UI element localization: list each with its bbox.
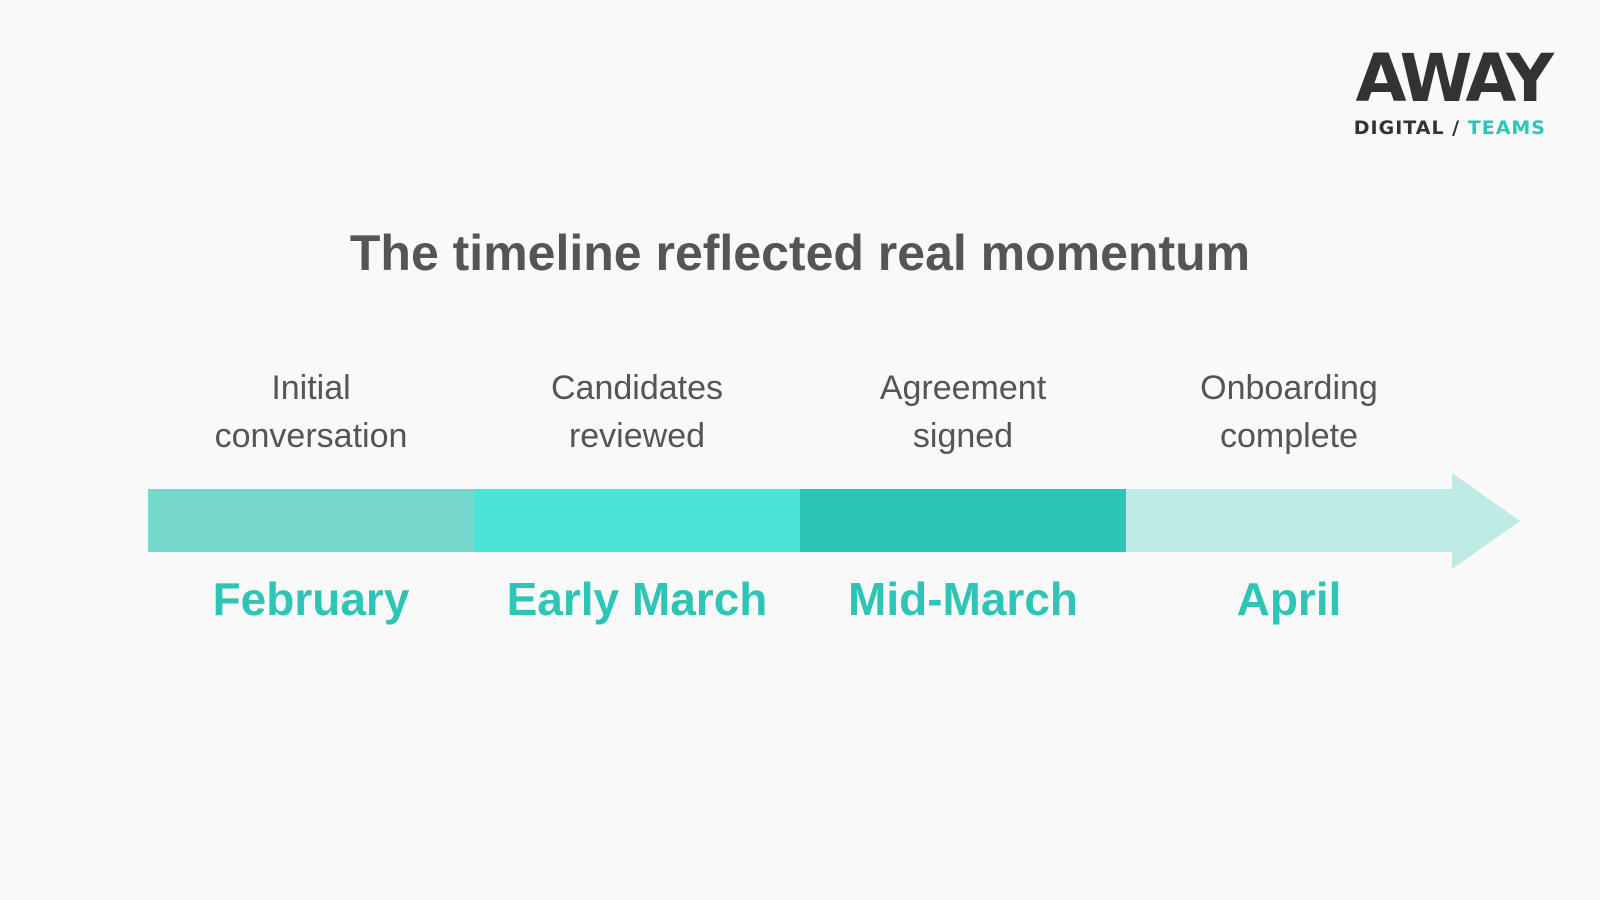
- period-label-april: April: [1236, 573, 1342, 625]
- timeline-segment-early-march: [474, 489, 801, 552]
- away-logo: AWAY DIGITAL / TEAMS: [1300, 40, 1554, 144]
- timeline-segment-april-arrowhead: [1126, 473, 1520, 569]
- event-label-4-line2: complete: [1220, 417, 1358, 455]
- event-label-1-line2: conversation: [214, 417, 408, 455]
- event-label-3-line2: signed: [912, 417, 1014, 455]
- event-label-2: Candidates reviewed: [474, 364, 800, 460]
- logo-wordmark: AWAY: [1355, 40, 1554, 117]
- logo-subtitle: DIGITAL / TEAMS: [1354, 117, 1546, 139]
- timeline-event-labels: Initial conversation Candidates reviewed…: [148, 364, 1452, 464]
- event-label-2-line1: Candidates: [550, 369, 723, 407]
- event-label-2-line2: reviewed: [568, 417, 706, 455]
- period-label-mid-march: Mid-March: [848, 573, 1078, 625]
- logo-sub-teams: TEAMS: [1467, 117, 1546, 139]
- period-label-early-march: Early March: [506, 573, 768, 625]
- page-title: The timeline reflected real momentum: [349, 225, 1251, 281]
- event-label-1-line1: Initial: [271, 369, 351, 407]
- timeline-segment-february: [148, 489, 475, 552]
- event-label-4-line1: Onboarding: [1200, 369, 1378, 407]
- event-label-1: Initial conversation: [148, 364, 474, 460]
- timeline-segment-mid-march: [800, 489, 1126, 552]
- event-label-3: Agreement signed: [800, 364, 1126, 460]
- timeline-period-labels: February Early March Mid-March April: [148, 572, 1452, 632]
- period-label-february: February: [212, 573, 410, 625]
- event-label-3-line1: Agreement: [879, 369, 1047, 407]
- event-label-4: Onboarding complete: [1126, 364, 1452, 460]
- logo-sub-digital: DIGITAL /: [1353, 117, 1468, 139]
